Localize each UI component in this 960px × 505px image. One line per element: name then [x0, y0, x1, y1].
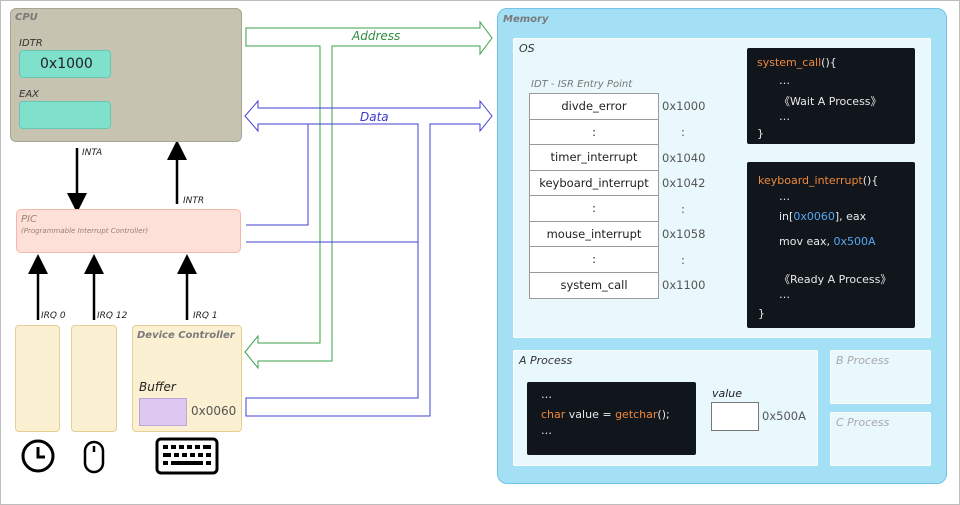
- code-line: …: [779, 288, 790, 301]
- code-line: }: [758, 307, 765, 320]
- idt-row: system_call: [560, 278, 628, 293]
- idt-address: 0x1042: [662, 176, 706, 190]
- intr-label: INTR: [183, 196, 205, 206]
- code-line: mov eax,: [779, 235, 834, 248]
- code-line: ();: [657, 408, 670, 421]
- mouse-device: [71, 325, 117, 432]
- address-bus: [244, 20, 493, 370]
- code-line: …: [779, 74, 790, 87]
- buffer-label: Buffer: [139, 380, 176, 394]
- data-bus: [244, 99, 493, 417]
- idt-address: :: [681, 202, 685, 216]
- idt-address: 0x1040: [662, 151, 706, 165]
- code-line: char: [541, 408, 566, 421]
- system-call-fn: system_call: [757, 56, 822, 69]
- keyboard-icon: [155, 437, 219, 475]
- keyboard-interrupt-sig: (){: [862, 174, 879, 187]
- keyboard-interrupt-code: keyboard_interrupt(){ … in[0x0060], eax …: [747, 162, 915, 328]
- keyboard-interrupt-fn: keyboard_interrupt: [758, 174, 863, 187]
- pic-block: PIC (Programmable Interrupt Controller): [16, 209, 241, 253]
- memory-title: Memory: [503, 14, 549, 25]
- code-line: …: [779, 190, 790, 203]
- mouse-icon: [83, 440, 105, 474]
- code-line: in[: [779, 210, 794, 223]
- code-line: …: [541, 388, 552, 401]
- pic-data-lines: [246, 124, 418, 243]
- code-line: value =: [565, 408, 616, 421]
- irq1-label: IRQ 1: [193, 311, 218, 321]
- interrupt-arrows: [28, 140, 197, 320]
- idt-row: mouse_interrupt: [530, 222, 658, 247]
- b-process: B Process: [830, 350, 931, 404]
- a-process-title: A Process: [519, 354, 573, 367]
- buffer-address: 0x0060: [191, 404, 237, 418]
- code-line: }: [757, 127, 764, 140]
- code-line: 《Ready A Process》: [779, 273, 892, 286]
- system-call-code: system_call(){ … 《Wait A Process》 … }: [747, 48, 915, 144]
- c-process-title: C Process: [836, 416, 890, 429]
- address-bus-label: Address: [352, 29, 401, 43]
- irq0-label: IRQ 0: [41, 311, 66, 321]
- clock-icon: [21, 439, 55, 473]
- device-controller: Device Controller Buffer 0x0060: [132, 325, 242, 432]
- cpu-block: CPU IDTR 0x1000 EAX: [10, 8, 242, 142]
- code-line: 0x500A: [833, 235, 876, 248]
- value-address: 0x500A: [762, 409, 806, 423]
- idtr-register: 0x1000: [19, 50, 111, 78]
- value-label: value: [712, 387, 743, 400]
- code-line: 0x0060: [793, 210, 835, 223]
- inta-label: INTA: [82, 148, 103, 158]
- timer-device: [15, 325, 60, 432]
- code-line: 《Wait A Process》: [779, 95, 882, 108]
- idt-address: 0x1100: [662, 278, 706, 292]
- idt-row: :: [530, 247, 658, 273]
- a-process-code: … char value = getchar(); …: [527, 382, 696, 455]
- system-call-sig: (){: [821, 56, 837, 69]
- idt-address: :: [681, 125, 685, 139]
- idt-table: divde_error : timer_interrupt keyboard_i…: [529, 93, 659, 299]
- code-line: …: [779, 110, 790, 123]
- idt-row: :: [530, 196, 658, 222]
- c-process: C Process: [830, 412, 931, 466]
- idt-row: timer_interrupt: [530, 145, 658, 171]
- cpu-title: CPU: [15, 12, 38, 23]
- code-line: …: [541, 424, 552, 437]
- buffer-box: [139, 398, 187, 426]
- device-controller-title: Device Controller: [137, 330, 235, 341]
- eax-register: [19, 101, 111, 129]
- eax-label: EAX: [19, 89, 40, 100]
- idt-address: :: [681, 253, 685, 267]
- idt-address: 0x1058: [662, 227, 706, 241]
- irq12-label: IRQ 12: [97, 311, 128, 321]
- code-line: ], eax: [834, 210, 867, 223]
- b-process-title: B Process: [836, 354, 890, 367]
- data-bus-label: Data: [360, 110, 389, 124]
- idtr-label: IDTR: [19, 38, 43, 49]
- idt-title: IDT - ISR Entry Point: [531, 79, 633, 90]
- idt-row: :: [530, 120, 658, 145]
- os-title: OS: [519, 42, 535, 55]
- value-box: [711, 402, 759, 431]
- idt-row: keyboard_interrupt: [530, 171, 658, 196]
- idt-address: 0x1000: [662, 99, 706, 113]
- idt-row: divde_error: [530, 94, 658, 120]
- pic-subtitle: (Programmable Interrupt Controller): [21, 227, 149, 235]
- pic-title: PIC: [21, 214, 37, 225]
- code-line: getchar: [615, 408, 658, 421]
